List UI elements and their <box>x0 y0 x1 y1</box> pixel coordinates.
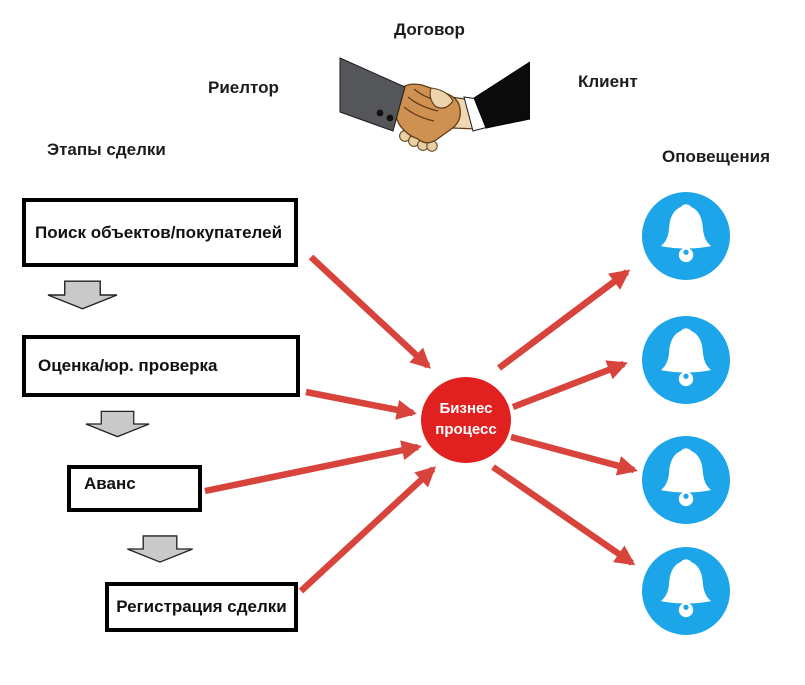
stage-box-registration: Регистрация сделки <box>105 582 298 632</box>
arrow-advance-to-process <box>204 440 422 495</box>
notification-bell-icon <box>642 316 730 404</box>
arrow-process-to-notification-4 <box>491 464 636 566</box>
arrow-process-to-notification-3 <box>510 433 638 476</box>
notification-bell-icon <box>642 192 730 280</box>
stage-box-advance: Аванс <box>67 465 202 512</box>
process-label-line1: Бизнес <box>439 400 493 418</box>
stage-box-search: Поиск объектов/покупателей <box>22 198 298 267</box>
realtor-label: Риелтор <box>208 78 279 97</box>
stage-label: Регистрация сделки <box>116 597 287 616</box>
arrow-search-to-process <box>308 254 431 369</box>
client-label: Клиент <box>578 72 638 91</box>
arrow-process-to-notification-1 <box>497 269 631 371</box>
stages-heading: Этапы сделки <box>47 140 166 159</box>
notification-bell-icon <box>642 547 730 635</box>
stage-label: Оценка/юр. проверка <box>38 356 218 375</box>
arrow-evaluation-to-process <box>305 388 417 420</box>
sleeve-button <box>376 109 384 117</box>
notifications-heading: Оповещения <box>662 147 770 166</box>
process-label-line2: процесс <box>435 421 497 438</box>
stage-box-evaluation: Оценка/юр. проверка <box>22 335 300 397</box>
stage-label: Аванс <box>84 474 136 493</box>
down-arrow-icon <box>85 410 150 438</box>
business-process-node: Бизнес процесс <box>421 377 511 463</box>
arrow-process-to-notification-2 <box>511 360 628 411</box>
notification-bell-icon <box>642 436 730 524</box>
stage-label: Поиск объектов/покупателей <box>35 222 283 242</box>
down-arrow-icon <box>127 535 193 563</box>
arrow-registration-to-process <box>298 466 436 594</box>
sleeve-button <box>386 114 394 122</box>
contract-label: Договор <box>394 20 465 39</box>
handshake-icon <box>339 57 530 152</box>
down-arrow-icon <box>47 280 118 310</box>
